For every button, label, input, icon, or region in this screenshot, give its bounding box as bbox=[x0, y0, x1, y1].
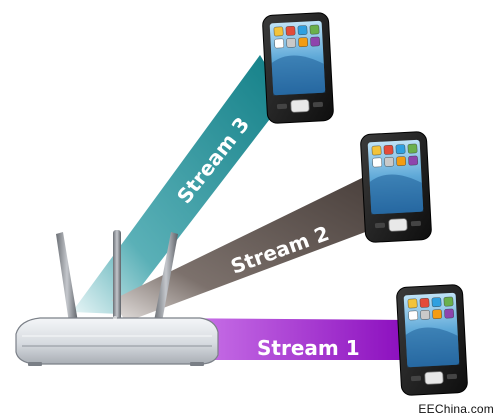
app-icon bbox=[395, 144, 406, 155]
side-key-left bbox=[374, 222, 386, 229]
app-icon bbox=[310, 36, 320, 47]
app-icon bbox=[444, 308, 454, 319]
app-icon bbox=[274, 38, 285, 49]
phone-wallpaper-wave bbox=[369, 174, 424, 215]
wireless-router bbox=[15, 230, 219, 366]
app-icon bbox=[431, 297, 442, 308]
app-icon bbox=[384, 156, 395, 167]
router-antenna-right bbox=[154, 232, 178, 322]
app-icon bbox=[432, 309, 442, 320]
app-icon bbox=[372, 157, 383, 168]
side-key-right bbox=[410, 220, 421, 227]
app-icon bbox=[286, 37, 297, 48]
side-key-left bbox=[276, 103, 288, 110]
home-button bbox=[290, 99, 310, 113]
side-key-left bbox=[410, 375, 422, 382]
phone-wallpaper-wave bbox=[405, 327, 460, 368]
app-icon bbox=[408, 310, 419, 321]
router-foot-right bbox=[190, 362, 204, 366]
watermark: EEChina.com bbox=[418, 402, 494, 416]
app-icon bbox=[407, 298, 418, 309]
phone-wallpaper-wave bbox=[271, 55, 326, 96]
router-body bbox=[15, 317, 219, 365]
stream-3-beam bbox=[72, 55, 286, 314]
phone-stream-3 bbox=[262, 12, 334, 124]
phone-stream-1 bbox=[396, 284, 468, 396]
home-button bbox=[388, 218, 408, 232]
app-icon bbox=[443, 296, 454, 307]
app-icon bbox=[396, 156, 406, 167]
router-antenna-left bbox=[56, 232, 78, 323]
phone-stream-2 bbox=[360, 131, 432, 243]
app-icon bbox=[298, 37, 308, 48]
app-icon bbox=[371, 145, 382, 156]
stream-1-label: Stream 1 bbox=[257, 336, 360, 360]
router-antenna-center bbox=[113, 230, 121, 324]
side-key-right bbox=[446, 373, 457, 380]
router-foot-left bbox=[28, 362, 42, 366]
app-icon bbox=[273, 26, 284, 37]
side-key-right bbox=[312, 101, 323, 108]
app-icon bbox=[420, 309, 431, 320]
app-icon bbox=[407, 143, 418, 154]
app-icon bbox=[309, 24, 320, 35]
home-button bbox=[424, 371, 444, 385]
app-icon bbox=[408, 155, 418, 166]
app-icon bbox=[285, 26, 296, 36]
app-icon bbox=[383, 145, 394, 155]
app-icon bbox=[297, 25, 308, 36]
app-icon bbox=[419, 298, 430, 308]
stream-2-beam bbox=[112, 178, 376, 322]
